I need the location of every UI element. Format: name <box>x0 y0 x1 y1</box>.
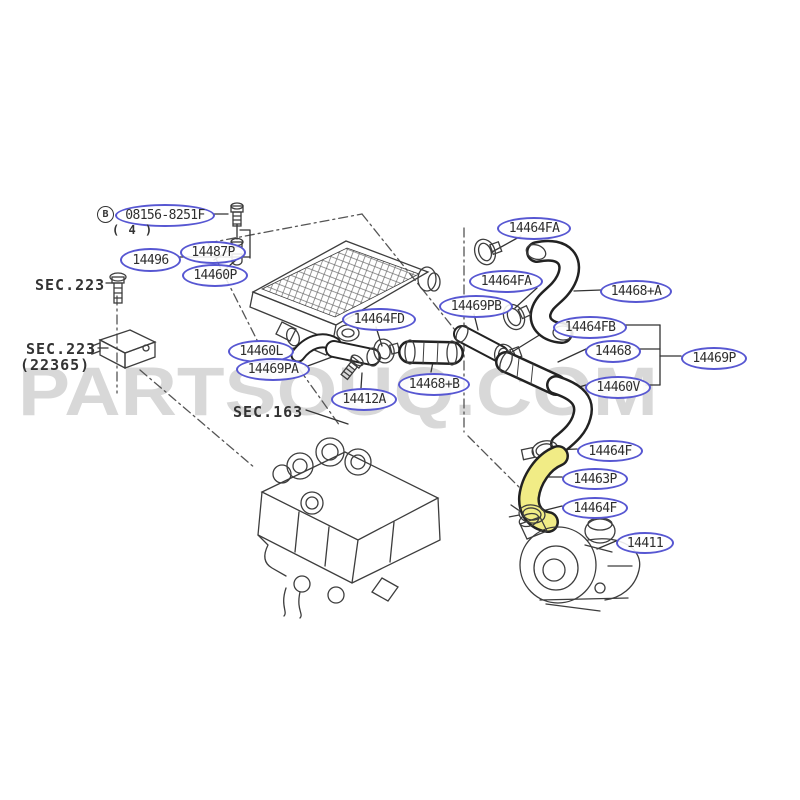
part-label-14460p[interactable]: 14460P <box>182 264 248 287</box>
tube-14468-drawing <box>495 350 567 396</box>
tube-14468b-drawing <box>398 339 464 366</box>
section-ref-sec163[interactable]: SEC.163 <box>233 403 304 421</box>
part-label-14412a[interactable]: 14412A <box>331 388 397 411</box>
part-label-14464fb[interactable]: 14464FB <box>553 316 627 339</box>
sec223-bolt-drawing <box>109 272 127 304</box>
part-label-14487p[interactable]: 14487P <box>180 241 246 264</box>
part-label-14464f-upper[interactable]: 14464F <box>577 440 643 462</box>
tube-14469pb-drawing <box>453 324 509 363</box>
part-label-14468a[interactable]: 14468+A <box>600 280 672 303</box>
duct-14460v-drawing <box>546 375 593 454</box>
part-label-14468[interactable]: 14468 <box>585 340 641 363</box>
part-label-14496[interactable]: 14496 <box>120 248 181 272</box>
hose-14463p-highlight[interactable] <box>517 445 569 533</box>
part-label-14469p[interactable]: 14469P <box>681 347 747 370</box>
part-label-14464fd[interactable]: 14464FD <box>342 308 416 331</box>
part-label-14469pa[interactable]: 14469PA <box>236 358 310 381</box>
part-label-14464fa-1[interactable]: 14464FA <box>497 217 571 240</box>
part-label-14463p[interactable]: 14463P <box>562 468 628 490</box>
clamp-14464f-lower-drawing <box>508 504 546 524</box>
section-ref-sec223-bolt[interactable]: SEC.223 <box>35 276 106 294</box>
section-ref-sec223-sub: (22365) <box>20 356 91 374</box>
intercooler-drawing <box>249 240 441 356</box>
part-label-14464f-lower[interactable]: 14464F <box>562 497 628 519</box>
part-label-14464fa-2[interactable]: 14464FA <box>469 270 543 293</box>
turbocharger-drawing <box>518 512 641 612</box>
bolt-14412a-drawing <box>340 354 364 381</box>
engine-drawing <box>257 437 441 619</box>
part-label-14411[interactable]: 14411 <box>616 532 674 554</box>
b-reference-marker: B <box>97 206 114 223</box>
quantity-note: ( 4 ) <box>112 223 154 237</box>
part-label-14469pb[interactable]: 14469PB <box>439 295 513 318</box>
sensor-22365-drawing <box>91 329 157 370</box>
clamp-14464fa-top-drawing <box>473 238 503 266</box>
duct-14460l-drawing <box>286 327 381 367</box>
part-label-08156-8251f[interactable]: 08156-8251F <box>115 204 215 227</box>
clamp-14464fd-drawing <box>373 338 401 364</box>
part-label-14460v[interactable]: 14460V <box>585 376 651 399</box>
section-ref-sec223-sensor[interactable]: SEC.223 <box>26 340 97 358</box>
part-label-14468b[interactable]: 14468+B <box>398 373 470 396</box>
